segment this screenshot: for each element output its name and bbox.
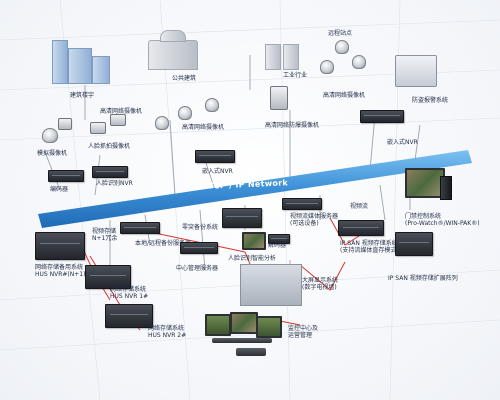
upper-links [44,55,421,196]
label-encoder: 编码器 [50,186,69,193]
label-decoder: 解码器 [268,242,287,249]
zero-backup-rack-icon [222,208,262,228]
label-hd-camera-right: 高清网络摄像机 [323,92,366,99]
control-console-icon [236,348,266,356]
label-ipsan-system: IP SAN 视频存储系统(支持流媒体直存模式) [340,240,399,254]
monitor-center-screen-icon [256,316,282,338]
label-ipsan-expand: IP SAN 视频存储扩展阵列 [388,275,458,282]
label-zero-backup: 零突备份系统 [182,224,219,231]
ipsan-expand-rack-icon [395,232,433,256]
label-remote-site: 远程站点 [328,30,353,37]
label-industry: 工业行业 [283,72,308,79]
hd-dome-camera-icon [178,106,192,120]
label-hd-camera-center: 高清网络摄像机 [182,124,225,131]
central-mgmt-server-icon [180,242,218,254]
remote-dome-camera-icon [335,40,349,54]
hd-dome-camera-icon [155,116,169,130]
hd-dome-camera-icon [205,98,219,112]
label-video-stream: 视频流 [350,203,369,210]
storage-n1-rack-icon [35,232,85,260]
building-tower-left [52,40,68,84]
access-monitor-icon [405,168,445,198]
label-embedded-nvr: 嵌入式NVR [202,168,233,175]
monitor-center-screen-icon [230,312,258,334]
public-building-icon [148,40,198,70]
label-building-lou: 建筑楼宇 [70,92,95,99]
label-explosion-camera: 高清网络防爆摄像机 [265,122,320,129]
explosion-proof-camera-icon [270,86,288,110]
label-monitor-center: 监控中心及运营管理 [288,325,319,339]
public-building-dome-icon [160,30,186,42]
storage-1-rack-icon [85,265,131,289]
label-public-building: 公共建筑 [172,75,197,82]
ipsan-system-rack-icon [338,220,384,236]
label-local-remote-store: 本地/远程备份服务器 [135,240,192,247]
face-analysis-monitor-icon [242,232,266,250]
face-nvr-icon [92,166,128,178]
label-hd-camera-left: 高清网络摄像机 [100,108,143,115]
face-camera-icon [110,114,126,126]
remote-dome-camera-icon [352,55,366,69]
label-face-nvr: 人脸识别NVR [96,180,133,187]
decoder-icon [268,234,290,244]
video-wall-icon [240,264,302,306]
monitor-center-screen-icon [205,314,231,336]
analog-bullet-camera-icon [58,118,72,130]
label-face-analysis: 人脸识别智能分析 [228,255,277,262]
label-central-mgmt: 中心管理服务器 [176,265,219,272]
label-stream-server: 视频流媒体服务器(可选设备) [290,213,339,227]
keyboard-icon [212,338,272,343]
storage-2-rack-icon [105,304,153,328]
analog-dome-camera-icon [42,128,58,143]
face-camera-icon [90,122,106,134]
label-face-camera: 人脸抓拍摄像机 [88,143,131,150]
industry-silo-right [283,44,299,70]
label-alarm-system: 防盗报警系统 [412,97,449,104]
label-analog-camera: 模拟摄像机 [37,150,68,157]
industry-silo-left [265,44,281,70]
label-large-screen: 大屏显示系统(数字电视墙) [302,277,339,291]
building-tower-mid [68,48,92,84]
stream-server-icon [282,198,322,210]
embedded-nvr-right-icon [360,110,404,123]
building-tower-right [92,56,110,84]
alarm-panel-icon [395,55,437,87]
label-access-control: 门禁控制系统(Pro-Watch®/WIN-PAK®) [405,213,480,227]
embedded-nvr-icon [195,150,235,163]
tcp-ip-band [38,150,472,228]
label-embedded-nvr-right: 嵌入式NVR [387,139,418,146]
remote-dome-camera-icon [320,60,334,74]
access-pc-tower-icon [440,176,452,200]
backup-server-icon [120,222,160,234]
encoder-icon [48,170,84,182]
